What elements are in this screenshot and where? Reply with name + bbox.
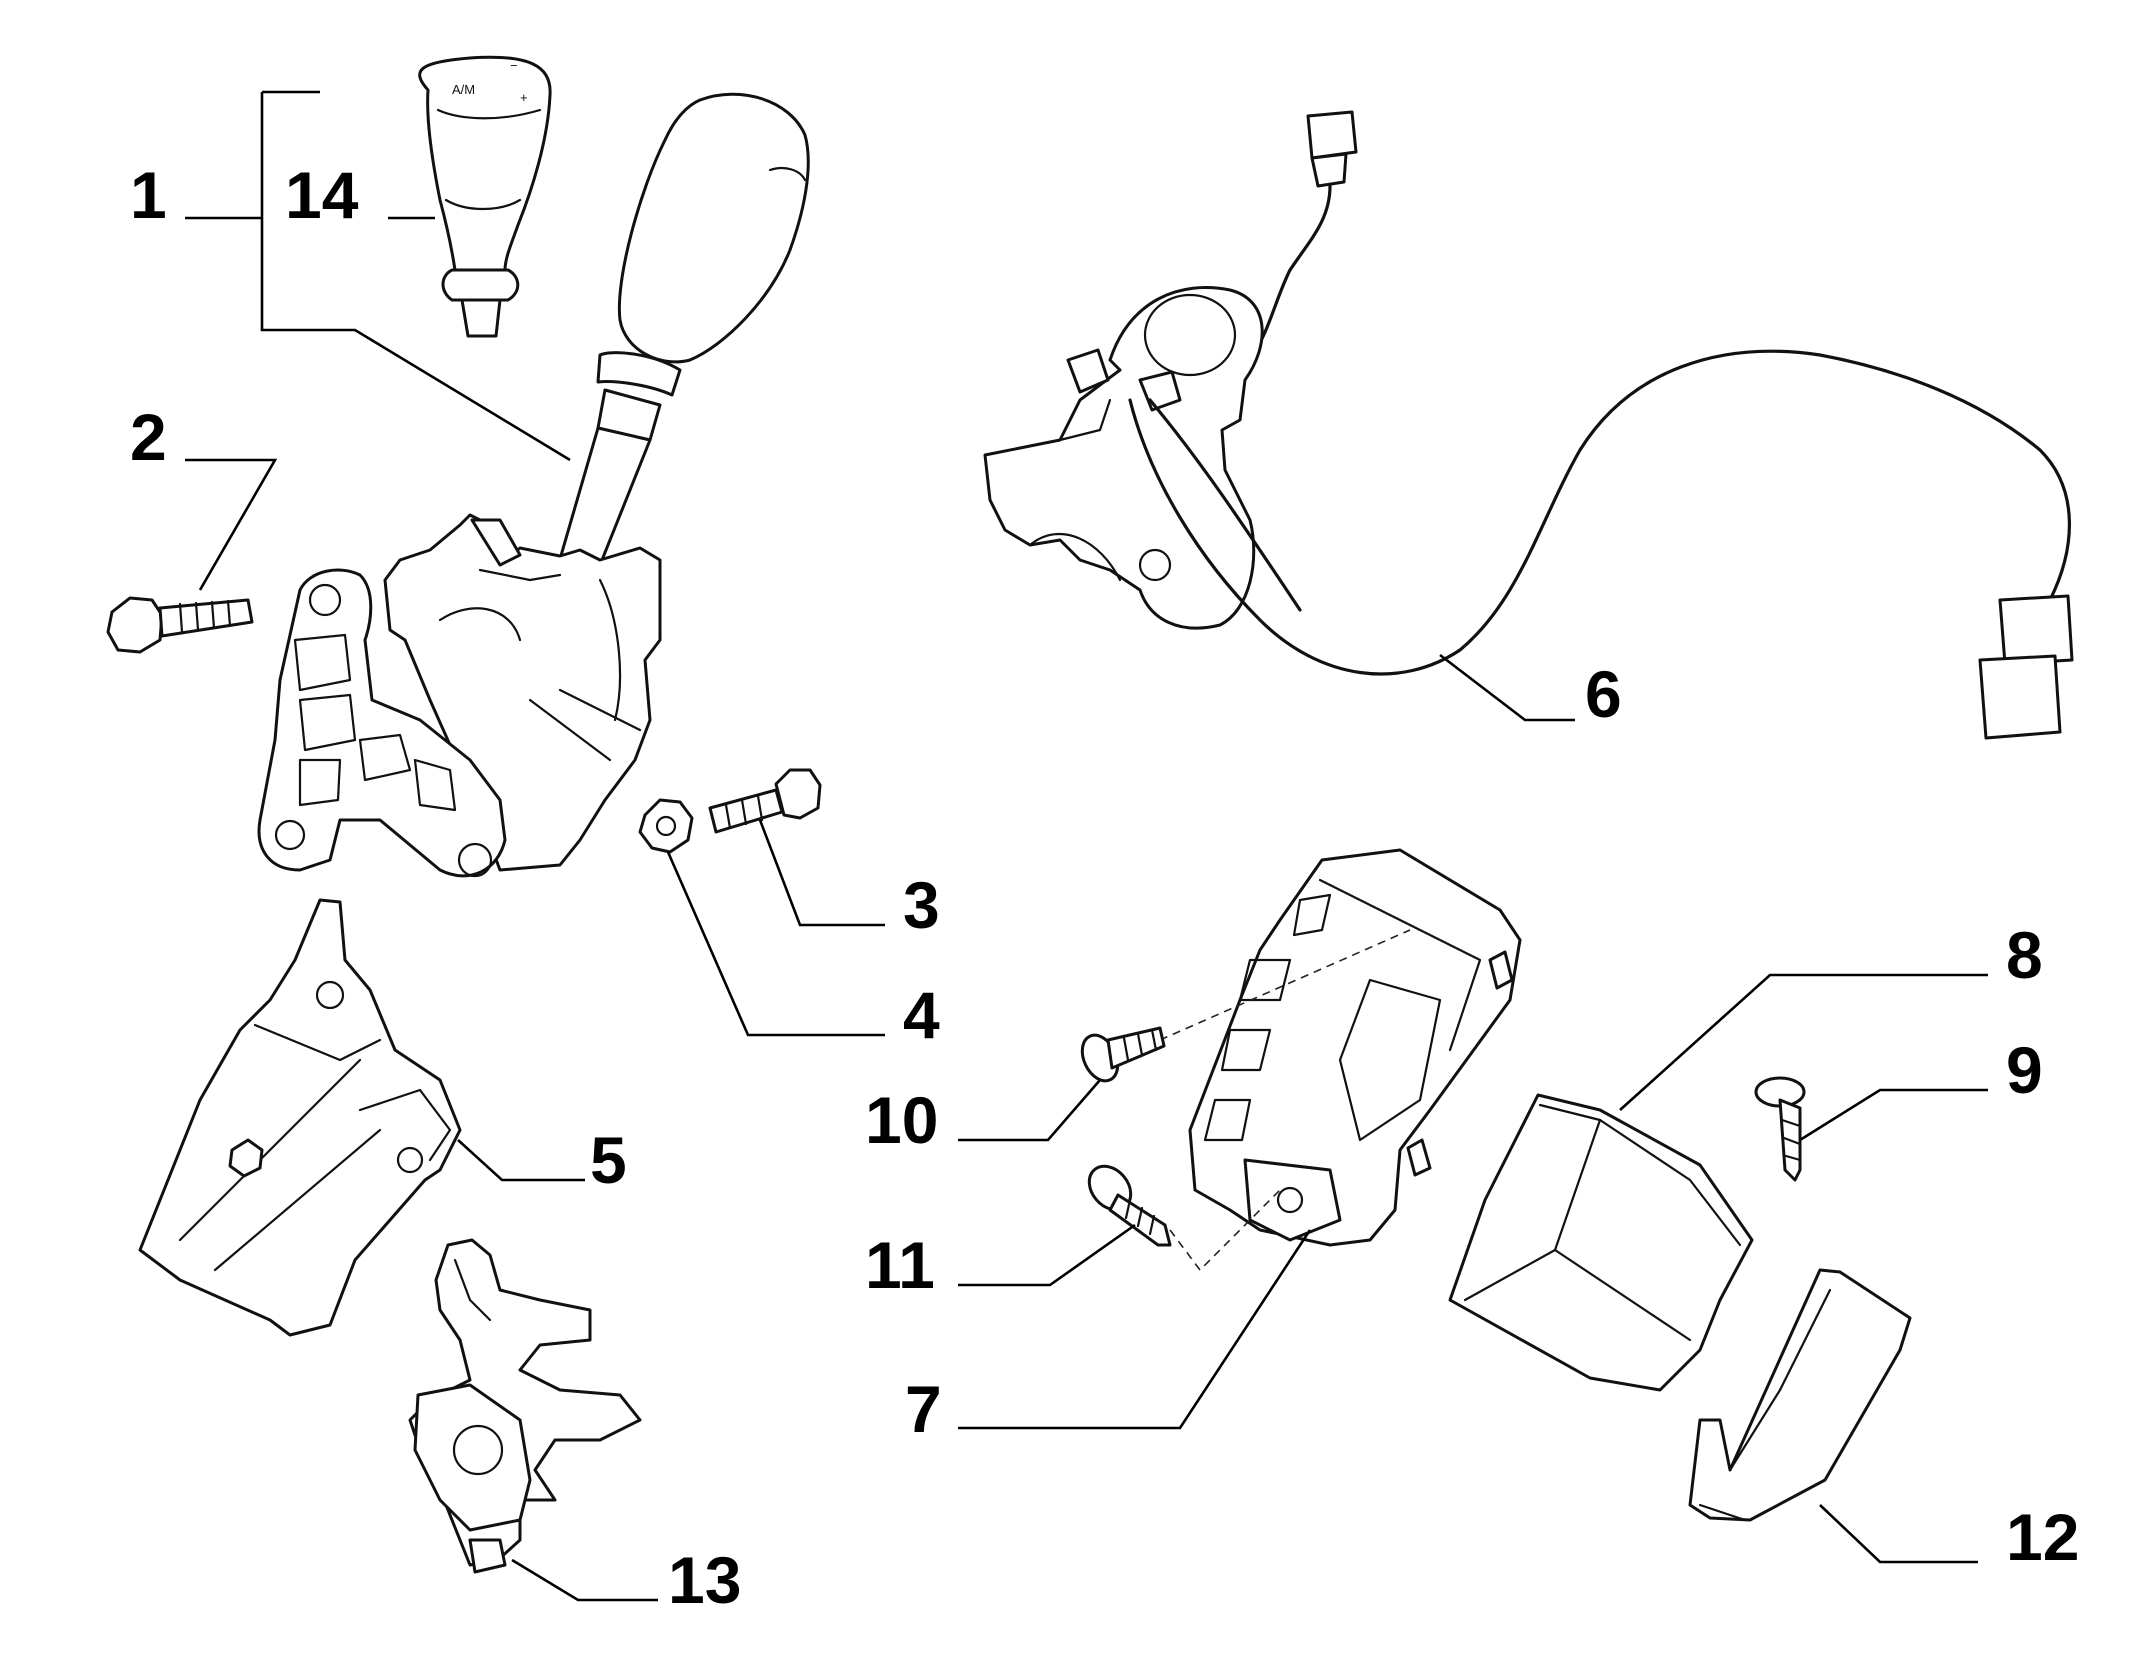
callout-13: 13 — [668, 1543, 741, 1617]
callout-4: 4 — [903, 978, 940, 1052]
part-1-gear-lever-assembly — [257, 92, 810, 878]
leader-10 — [958, 1079, 1101, 1142]
part-9-screw — [1754, 1076, 1806, 1182]
part-6-wiring-harness — [983, 110, 2074, 740]
screw-10-guide — [1159, 929, 1411, 1041]
callout-7: 7 — [905, 1372, 942, 1446]
knob-plus-marking: + — [520, 90, 528, 105]
callout-11: 11 — [865, 1228, 935, 1302]
part-14-gear-knob: A/M − + — [418, 55, 552, 338]
screw-11-guide — [1169, 1189, 1281, 1272]
callout-5: 5 — [590, 1123, 627, 1197]
callout-6: 6 — [1585, 657, 1622, 731]
part-11-screw — [1087, 1164, 1172, 1247]
part-3-bolt — [708, 768, 822, 834]
part-4-nut — [638, 798, 694, 854]
callout-14: 14 — [285, 158, 359, 232]
knob-minus-marking: − — [510, 58, 518, 73]
callout-12: 12 — [2006, 1500, 2079, 1574]
part-7-control-unit — [1188, 848, 1522, 1247]
part-13-sensor — [408, 1238, 642, 1574]
leader-3 — [758, 819, 885, 927]
callout-3: 3 — [903, 868, 940, 942]
callout-9: 9 — [2006, 1033, 2043, 1107]
leader-8 — [1619, 973, 1988, 1111]
callout-10: 10 — [865, 1083, 938, 1157]
leader-4 — [666, 851, 885, 1037]
part-2-bolt — [106, 596, 254, 654]
callout-8: 8 — [2006, 918, 2043, 992]
leader-7 — [958, 1229, 1312, 1430]
leader-13 — [511, 1558, 658, 1602]
part-5-bracket — [138, 898, 462, 1337]
leader-2 — [185, 458, 278, 591]
part-12-cover-plate — [1688, 1268, 1912, 1522]
leader-1 — [185, 90, 571, 462]
callout-2: 2 — [130, 400, 167, 474]
leader-9 — [1799, 1088, 1988, 1142]
part-8-module-box — [1448, 1093, 1754, 1392]
leader-5 — [457, 1139, 585, 1182]
leader-12 — [1819, 1504, 1978, 1564]
leader-11 — [958, 1223, 1136, 1287]
callout-1: 1 — [130, 158, 167, 232]
part-10-screw — [1080, 1026, 1166, 1083]
knob-mode-marking: A/M — [452, 82, 475, 97]
leader-6 — [1439, 653, 1575, 722]
